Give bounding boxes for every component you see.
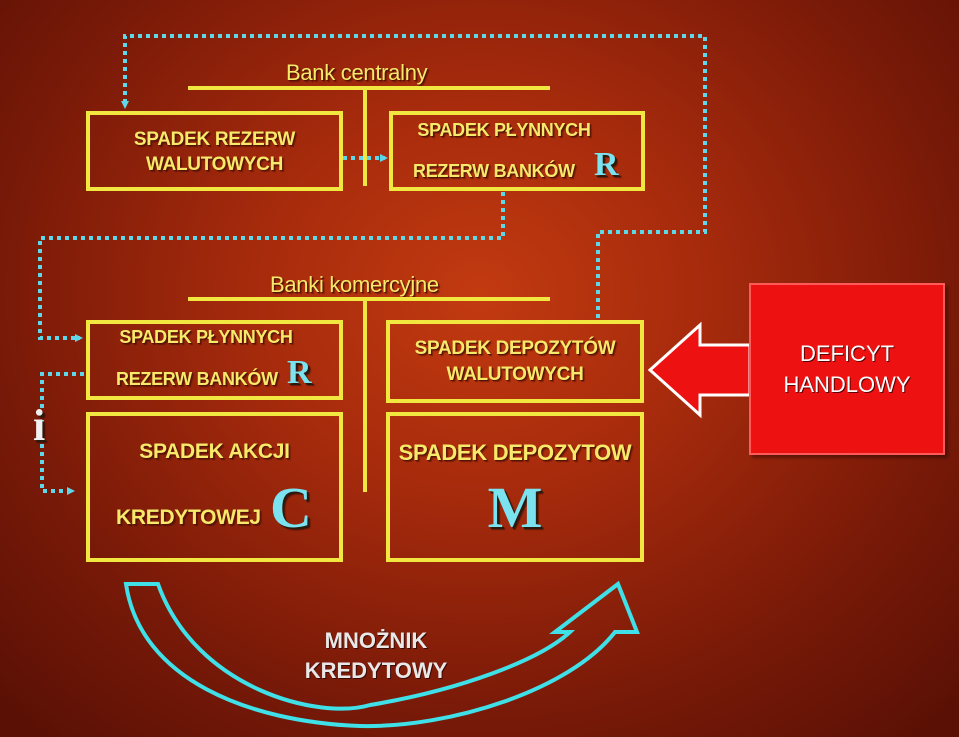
central-bank-divider-h	[188, 86, 550, 90]
fx-deposits-line1: SPADEK DEPOZYTÓW	[414, 338, 616, 359]
reserves-transfer-dotted-arrow	[38, 192, 505, 342]
trade-deficit-box	[749, 283, 945, 455]
deposits-line1: SPADEK DEPOZYTOW	[398, 440, 632, 465]
credit-multiplier-line2: KREDYTOWY	[304, 658, 448, 683]
cb-liquid-reserves-box	[389, 111, 645, 191]
trade-deficit-line2: HANDLOWY	[783, 372, 911, 397]
cb-reserves-symbol: R	[594, 146, 619, 183]
interest-dotted-arrow	[40, 372, 84, 495]
feedback-dotted-arrow-top	[121, 34, 707, 318]
liquid-reserves-line2: REZERW BANKÓW	[116, 369, 278, 389]
credit-decline-line2: KREDYTOWEJ	[116, 506, 261, 529]
cb-liquid-reserves-line1: SPADEK PŁYNNYCH	[417, 120, 591, 140]
central-bank-divider-v	[363, 86, 367, 186]
commercial-banks-divider-h	[188, 297, 550, 301]
credit-multiplier-line1: MNOŻNIK	[324, 628, 428, 653]
commercial-banks-divider-v	[363, 297, 367, 492]
deficit-arrow	[647, 321, 752, 419]
reserves-decline-line1: SPADEK REZERW	[133, 129, 296, 150]
central-bank-heading: Bank centralny	[286, 60, 428, 85]
credit-decline-line1: SPADEK AKCJI	[139, 440, 290, 463]
multiplier-curved-arrow	[123, 580, 640, 729]
liquid-reserves-line1: SPADEK PŁYNNYCH	[119, 327, 293, 347]
cb-liquid-reserves-line2: REZERW BANKÓW	[413, 161, 575, 181]
reserves-decline-box	[86, 111, 343, 191]
trade-deficit-line1: DEFICYT	[799, 341, 895, 366]
fx-deposits-box	[386, 320, 644, 403]
commercial-banks-heading: Banki komercyjne	[270, 272, 439, 297]
credit-symbol: C	[270, 475, 312, 540]
deposits-box	[386, 412, 644, 562]
money-symbol: M	[487, 475, 543, 540]
fx-deposits-line2: WALUTOWYCH	[446, 364, 584, 385]
liquid-reserves-box	[86, 320, 343, 400]
reserves-symbol: R	[287, 354, 312, 391]
interest-symbol: i	[33, 401, 46, 450]
reserves-decline-line2: WALUTOWYCH	[145, 154, 284, 175]
credit-decline-box	[86, 412, 343, 562]
